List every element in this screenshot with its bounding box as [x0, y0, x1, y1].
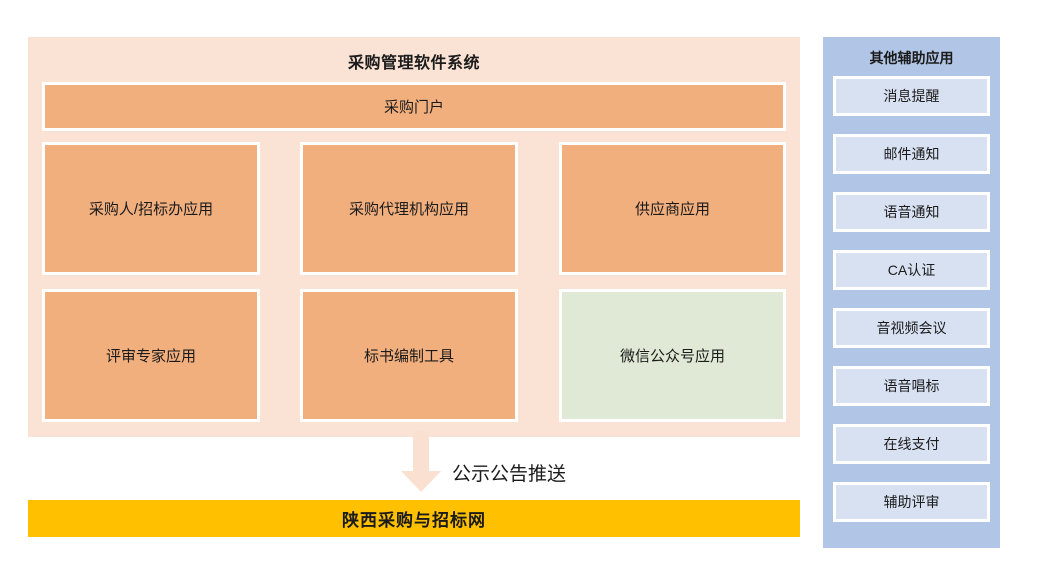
down-arrow-icon: [401, 431, 441, 492]
aux-item-voice-notification[interactable]: 语音通知: [833, 192, 990, 232]
aux-item-label: 语音通知: [883, 204, 940, 220]
module-label: 微信公众号应用: [619, 348, 725, 365]
aux-item-voice-bid-reading[interactable]: 语音唱标: [833, 366, 990, 406]
module-box-supplier[interactable]: 供应商应用: [559, 142, 786, 275]
auxiliary-items-list: 消息提醒 邮件通知 语音通知 CA认证 音视频会议 语音唱标 在线支付 辅助评审: [833, 76, 990, 540]
module-box-buyer-bidding-office[interactable]: 采购人/招标办应用: [42, 142, 260, 275]
aux-item-label: 邮件通知: [883, 146, 940, 162]
aux-item-message-alert[interactable]: 消息提醒: [833, 76, 990, 116]
flow-label: 公示公告推送: [452, 464, 567, 485]
aux-item-label: 在线支付: [883, 436, 940, 452]
module-label: 标书编制工具: [363, 348, 454, 365]
aux-item-ca-certification[interactable]: CA认证: [833, 250, 990, 290]
aux-item-av-conference[interactable]: 音视频会议: [833, 308, 990, 348]
module-box-wechat-official-account[interactable]: 微信公众号应用: [559, 289, 786, 422]
module-box-portal[interactable]: 采购门户: [42, 82, 786, 131]
aux-item-label: 辅助评审: [883, 494, 940, 510]
aux-item-label: 语音唱标: [883, 378, 940, 394]
module-label: 评审专家应用: [105, 348, 196, 365]
module-label: 供应商应用: [634, 201, 710, 218]
public-site-bar[interactable]: 陕西采购与招标网: [28, 500, 800, 537]
module-box-procurement-agency[interactable]: 采购代理机构应用: [300, 142, 518, 275]
aux-item-label: CA认证: [887, 262, 936, 278]
aux-item-online-payment[interactable]: 在线支付: [833, 424, 990, 464]
aux-item-label: 消息提醒: [883, 88, 940, 104]
procurement-system-panel: 采购管理软件系统 采购门户 采购人/招标办应用 采购代理机构应用 供应商应用 评…: [28, 37, 800, 437]
module-label: 采购代理机构应用: [348, 201, 469, 218]
module-box-bid-document-tool[interactable]: 标书编制工具: [300, 289, 518, 422]
system-title: 采购管理软件系统: [347, 55, 480, 72]
aux-item-email-notification[interactable]: 邮件通知: [833, 134, 990, 174]
aux-item-assisted-review[interactable]: 辅助评审: [833, 482, 990, 522]
module-label: 采购门户: [383, 99, 444, 116]
public-site-label: 陕西采购与招标网: [342, 511, 486, 530]
auxiliary-applications-panel: 其他辅助应用 消息提醒 邮件通知 语音通知 CA认证 音视频会议 语音唱标 在线…: [823, 37, 1000, 548]
module-label: 采购人/招标办应用: [88, 201, 214, 218]
auxiliary-panel-title: 其他辅助应用: [869, 50, 954, 66]
aux-item-label: 音视频会议: [876, 320, 947, 336]
module-box-review-expert[interactable]: 评审专家应用: [42, 289, 260, 422]
